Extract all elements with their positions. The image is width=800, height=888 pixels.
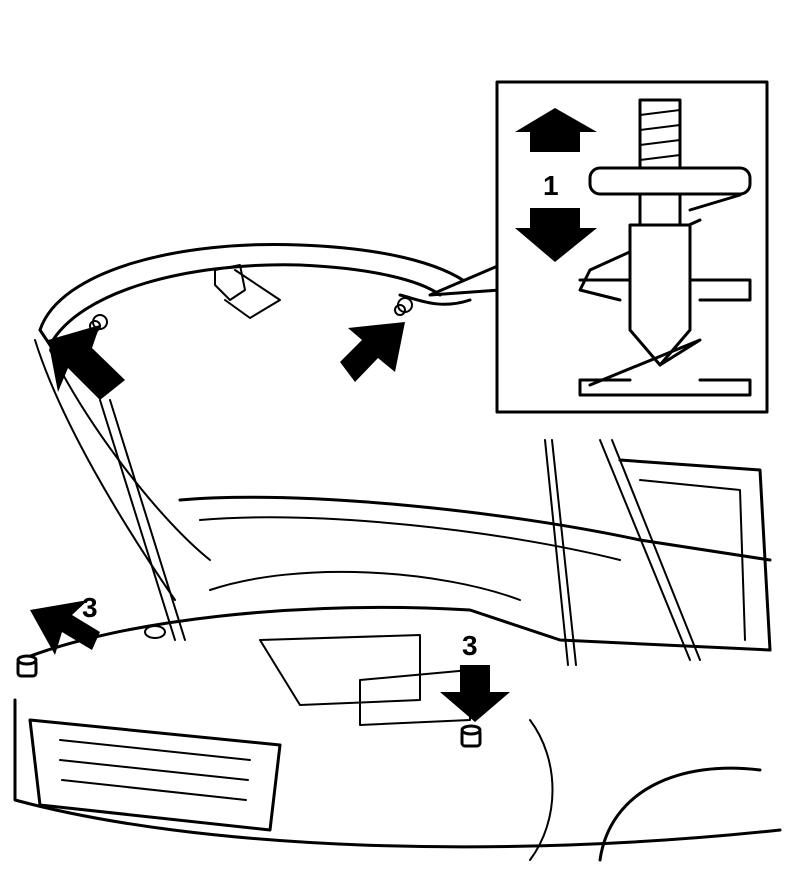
inset-step-label: 1: [543, 170, 559, 201]
inset-detail: [428, 80, 769, 414]
right-step-label: 3: [462, 630, 478, 661]
cap-icon: [16, 654, 482, 748]
arrow-up-icon: [515, 108, 597, 152]
clip-icon: [89, 264, 413, 332]
hood: [34, 242, 472, 601]
arrow-down-icon: [515, 208, 597, 262]
car-body: [13, 458, 782, 862]
left-step-label: 3: [82, 592, 98, 623]
arrow-pointer-icon: [30, 322, 510, 722]
gas-struts: [99, 399, 701, 666]
